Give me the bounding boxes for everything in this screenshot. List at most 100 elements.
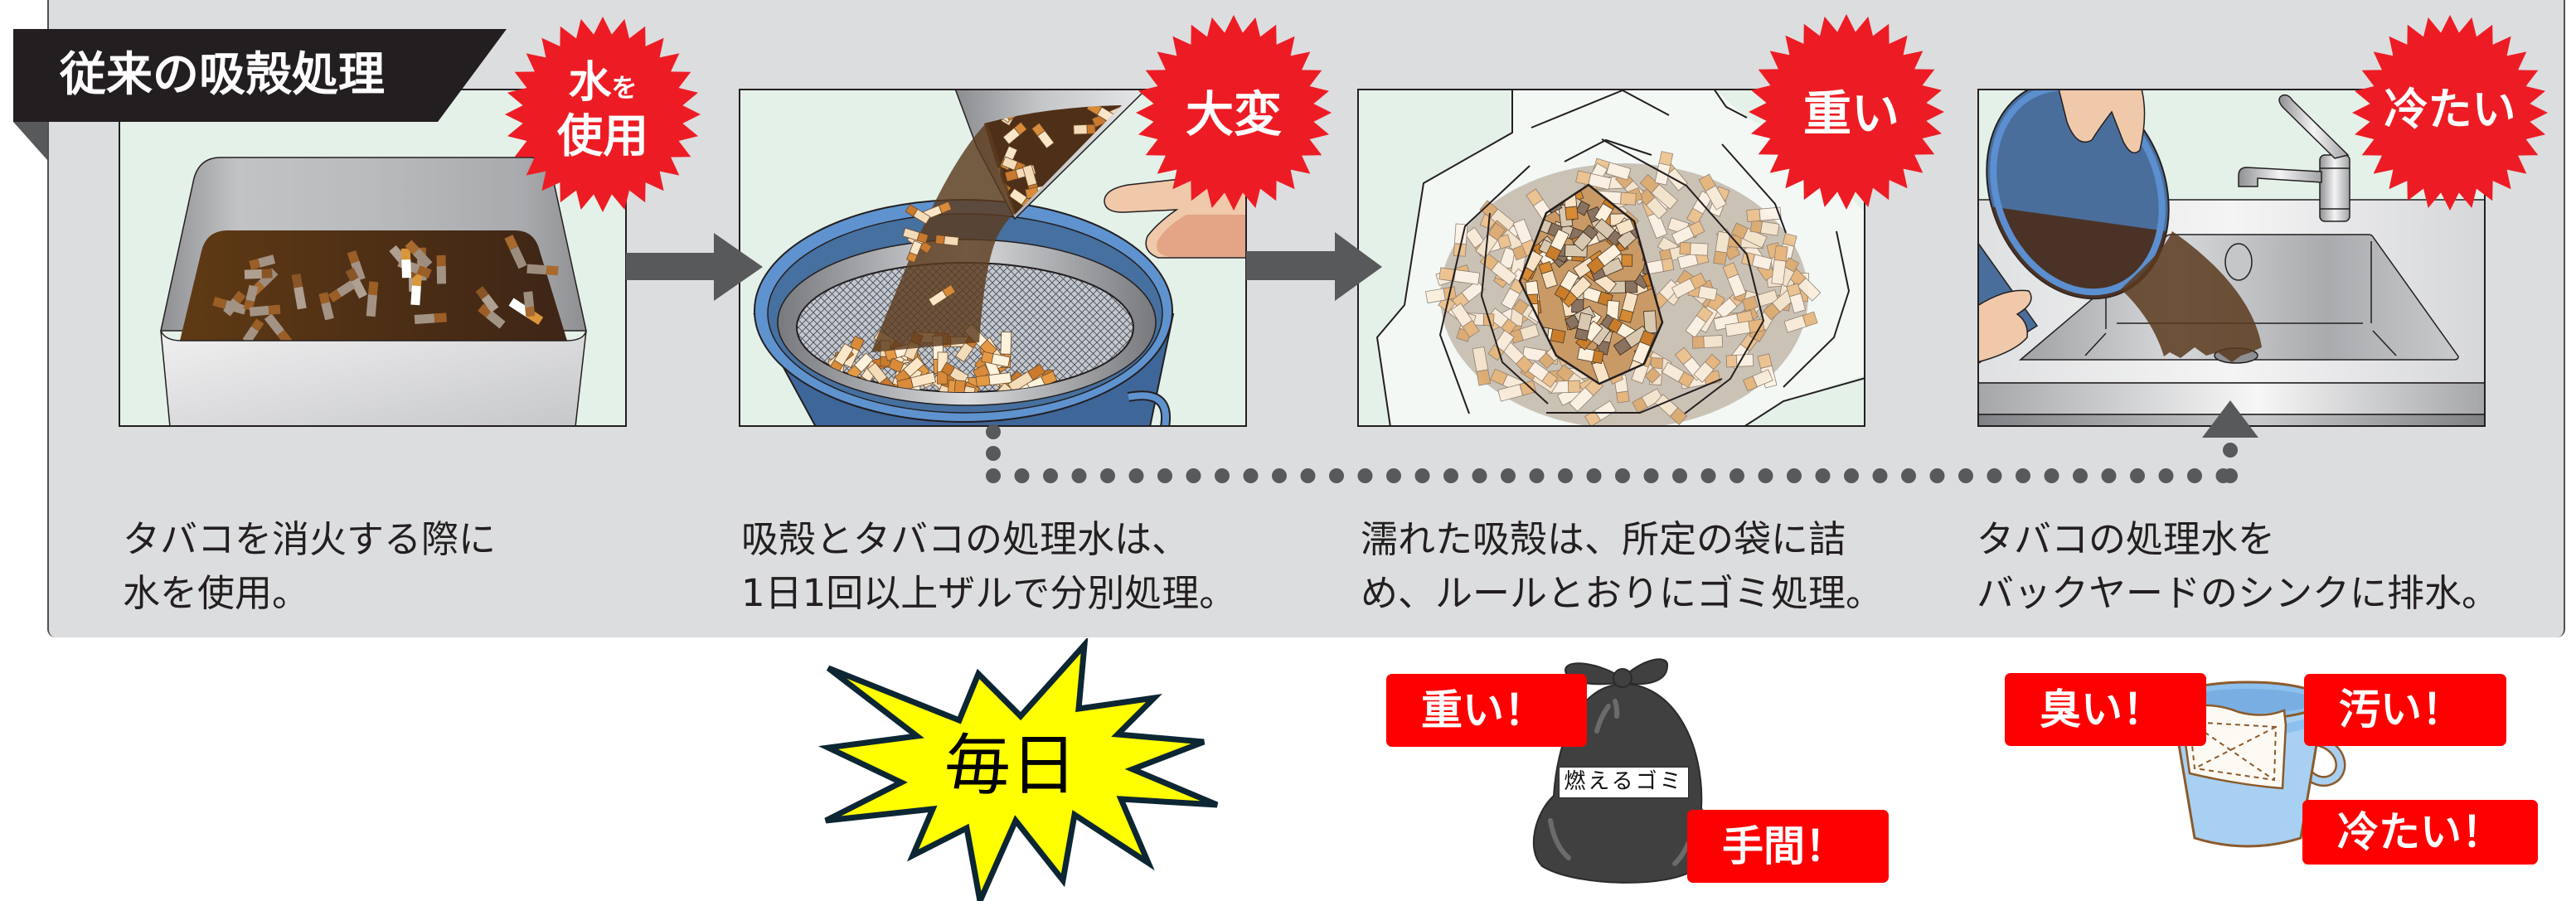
rag-stitching (2188, 720, 2278, 782)
cigarette-butt-icon (1637, 188, 1668, 220)
description-line: バックヤードのシンクに排水。 (1977, 571, 2500, 615)
rag-cloth (2179, 704, 2287, 790)
cigarette-butt-icon (1713, 230, 1730, 265)
red-starburst-icon (2352, 15, 2548, 211)
cigarette-butt-icon (1031, 123, 1055, 149)
description-line: 1日1回以上ザルで分別処理。 (741, 571, 1237, 615)
bag-knot (1613, 668, 1632, 688)
step-3-description: 濡れた吸殻は、所定の袋に詰 め、ルールとおりにゴミ処理。 (1361, 512, 1883, 620)
cigarette-butt-icon (953, 380, 966, 392)
description-line: 吸殻とタバコの処理水は、 (741, 517, 1190, 561)
daily-label: 毎日 (944, 727, 1077, 804)
cigarette-butt-icon (1679, 242, 1709, 256)
cigarette-butt-icon (1783, 311, 1818, 333)
cigarette-butt-icon (1438, 267, 1481, 285)
cigarette-butt-icon (940, 361, 969, 385)
inner-bag-outline (1518, 183, 1664, 385)
cigarette-butt-icon (975, 372, 1012, 387)
cigarette-butt-icon (1554, 269, 1579, 301)
bag-fold-lines (1375, 90, 1864, 425)
tag-heavy: 重い！ (1386, 674, 1587, 747)
cigarette-butt-icon (1075, 194, 1100, 214)
cigarette-butt-icon (223, 290, 246, 317)
cigarette-butt-icon (1746, 206, 1782, 222)
cigarette-butt-icon (1104, 155, 1122, 182)
cigarette-butt-icon (1538, 261, 1558, 289)
cigarette-butt-icon (347, 249, 366, 282)
step-1-illustration-frame (119, 89, 627, 427)
cigarette-butt-icon (1771, 245, 1788, 285)
cigarette-butt-icon (249, 254, 276, 270)
badge-line-2: 使用 (556, 109, 648, 162)
cigarette-butt-icon (1722, 262, 1747, 298)
cigarette-butt-icon (902, 227, 929, 244)
strainer-bucket-illustration (753, 90, 1245, 425)
step-2-illustration-frame (739, 89, 1247, 427)
cigarette-butt-icon (1594, 218, 1624, 247)
cigarette-butt-icon (1618, 291, 1638, 323)
red-starburst-icon (1136, 15, 1332, 211)
description-line: タバコを消火する際に (123, 517, 497, 561)
cigarette-butt-icon (934, 235, 959, 246)
cigarette-butt-icon (961, 385, 976, 392)
cigarette-butt-icon (1577, 346, 1604, 365)
cigarette-butt-icon (1686, 190, 1713, 225)
cigarette-butt-icon (1698, 173, 1727, 211)
cigarette-butt-icon (1730, 222, 1768, 249)
bag-knot-right (1622, 658, 1669, 685)
red-starburst-icon (505, 17, 701, 212)
cigarette-butt-icon (1654, 394, 1688, 425)
cigarette-butt-icon (1548, 380, 1581, 394)
cigarette-butt-icon (1479, 200, 1516, 233)
cigarette-butt-icon (1644, 258, 1675, 275)
cigarette-butt-icon (981, 351, 1011, 368)
title-banner-fold (13, 122, 47, 160)
cigarette-butt-icon (1453, 223, 1468, 257)
yellow-starburst-icon (817, 638, 1219, 901)
cigarette-butt-icon (1575, 170, 1612, 191)
cigarette-butt-icon (366, 281, 379, 317)
cigarette-butt-icon (244, 269, 273, 279)
cigarette-butt-icon (1002, 121, 1027, 145)
cigarette-butt-icon (291, 273, 307, 310)
cigarette-butt-icon (1007, 363, 1046, 392)
cigarette-butt-icon (410, 274, 422, 306)
cigarette-butt-icon (1693, 353, 1721, 383)
badge-text: 冷たい (2384, 85, 2516, 135)
cigarette-butt-icon (478, 303, 506, 329)
hand-bottom (1979, 289, 2032, 363)
badge-water-use: 水を 使用 (503, 15, 702, 214)
cigarette-butt-icon (1725, 353, 1754, 368)
cigarette-butt-icon (1685, 305, 1714, 338)
cigarette-butt-icon (1092, 152, 1118, 181)
tag-troublesome: 手間！ (1687, 810, 1889, 883)
step-3-illustration-frame (1357, 89, 1865, 427)
cigarette-butts (212, 235, 559, 346)
description-line: タバコの処理水を (1977, 517, 2276, 561)
cigarette-butt-icon (1100, 173, 1122, 185)
hand-top (2058, 90, 2146, 154)
badge-text-main: 水 (568, 58, 612, 108)
tag-cold: 冷たい！ (2302, 800, 2538, 865)
cigarette-butt-icon (1691, 335, 1724, 349)
step-2-description: 吸殻とタバコの処理水は、 1日1回以上ザルで分別処理。 (741, 512, 1236, 620)
bucket-rim (1990, 90, 2166, 296)
cigarette-butt-icon (1741, 289, 1779, 312)
badge-cold: 冷たい (2350, 13, 2549, 212)
cigarette-butt-icon (1573, 224, 1598, 252)
cigarette-butt-icon (526, 264, 559, 276)
tag-dirty: 汚い！ (2304, 674, 2506, 746)
badge-hard-work: 大変 (1134, 13, 1333, 212)
cigarette-butt-icon (1639, 173, 1679, 210)
cigarette-butt-icon (906, 240, 923, 264)
cigarette-butt-icon (1089, 189, 1107, 215)
cigarette-butt-icon (1574, 312, 1593, 342)
title-banner-background (13, 29, 507, 122)
bag-label: 燃えるゴミ (1559, 767, 1689, 798)
ashtray-front-wall (160, 330, 587, 425)
counter-edge (1979, 382, 2484, 415)
starburst-shape (2352, 15, 2548, 211)
cigarette-butt-icon (318, 292, 334, 321)
description-line: め、ルールとおりにゴミ処理。 (1361, 571, 1884, 615)
cigarette-butt-icon (249, 304, 281, 317)
